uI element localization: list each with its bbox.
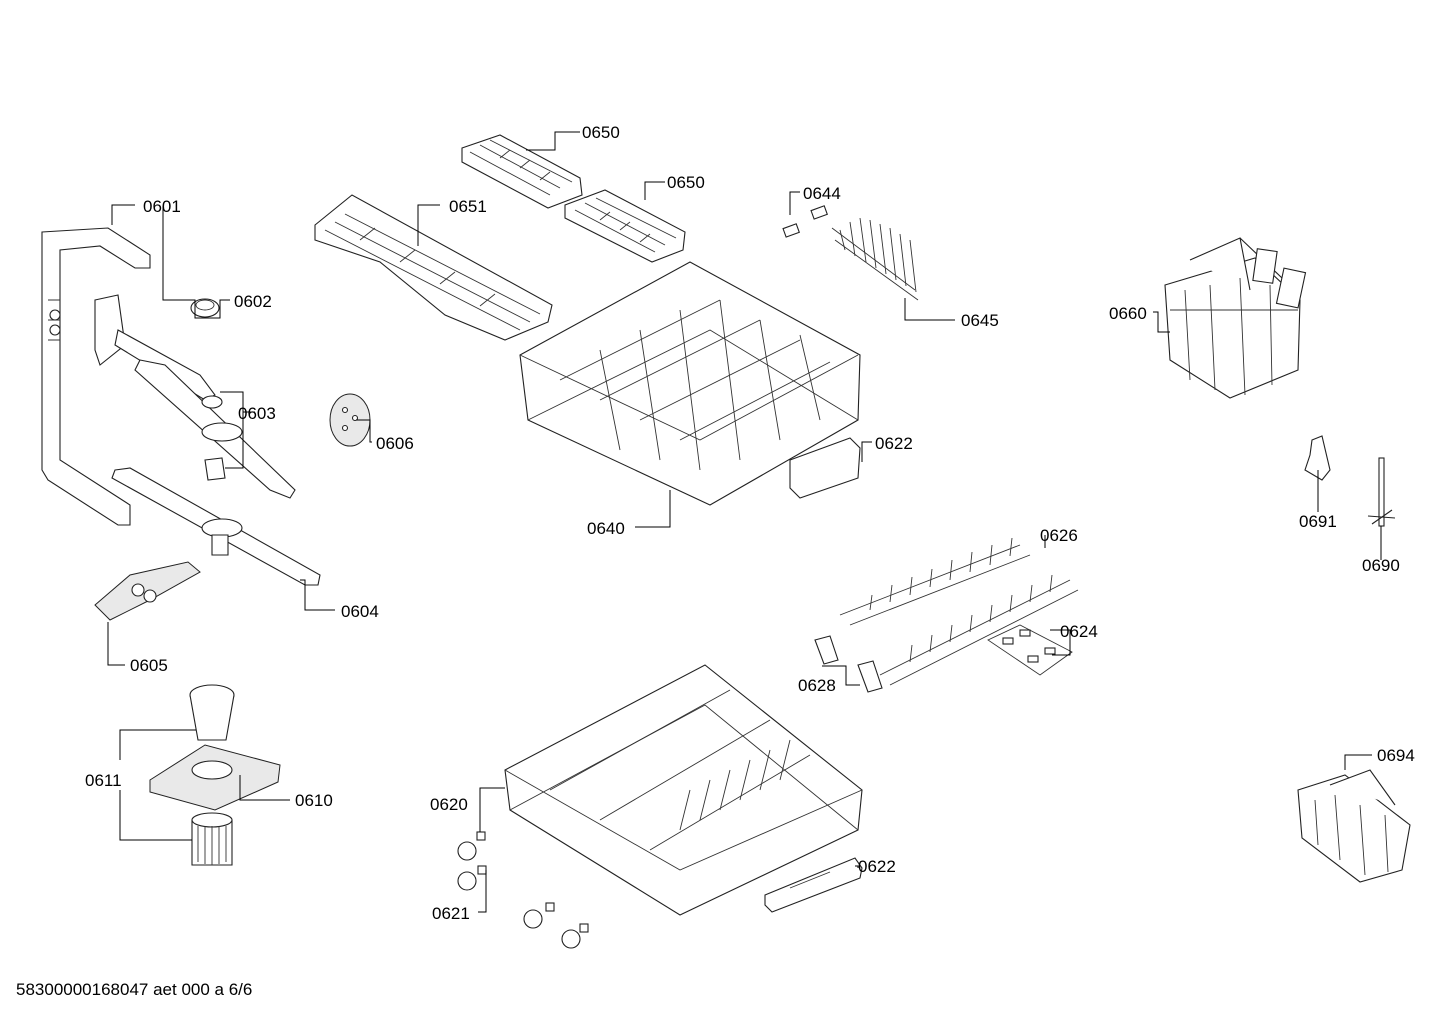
sump-filter-assembly	[149, 684, 281, 866]
part-label-0610: 0610	[295, 791, 333, 810]
part-label-0602: 0602	[234, 292, 272, 311]
part-label-0645: 0645	[961, 311, 999, 330]
part-label-0622-lower: 0622	[858, 857, 896, 876]
part-label-0694: 0694	[1377, 746, 1415, 765]
leader-lines	[107, 131, 1382, 913]
tine-rows-lower	[839, 537, 1079, 686]
part-label-0603: 0603	[238, 404, 276, 423]
lower-spray-arm	[111, 467, 321, 586]
upper-spray-arm-assembly	[94, 294, 296, 499]
part-label-0626: 0626	[1040, 526, 1078, 545]
part-label-0620: 0620	[430, 795, 468, 814]
part-label-0660: 0660	[1109, 304, 1147, 323]
cutlery-tray-segment-lower	[564, 189, 686, 263]
part-label-0624: 0624	[1060, 622, 1098, 641]
lower-basket	[504, 664, 863, 916]
small-cutlery-basket	[1297, 769, 1411, 883]
spindle-rod	[1367, 457, 1396, 527]
nut	[190, 298, 220, 318]
cutlery-drawer	[314, 194, 553, 341]
part-label-0622-upper: 0622	[875, 434, 913, 453]
rack-clips-upper	[782, 205, 828, 238]
folding-tine-rack-upper	[831, 217, 919, 301]
part-label-0628: 0628	[798, 676, 836, 695]
part-label-0604: 0604	[341, 602, 379, 621]
part-label-0651: 0651	[449, 197, 487, 216]
part-label-0621: 0621	[432, 904, 470, 923]
upper-basket	[519, 261, 861, 506]
part-label-0611: 0611	[85, 771, 122, 790]
part-label-0601: 0601	[143, 197, 181, 216]
mounting-clips-lower	[987, 624, 1073, 676]
part-label-0650-lower: 0650	[667, 173, 705, 192]
part-label-0644: 0644	[803, 184, 841, 203]
document-id: 58300000168047 aet 000 a 6/6	[16, 980, 253, 999]
upper-basket-handle	[789, 437, 861, 499]
part-label-0640: 0640	[587, 519, 625, 538]
clip-holder	[1304, 435, 1331, 481]
part-label-0605: 0605	[130, 656, 168, 675]
part-label-0691: 0691	[1299, 512, 1337, 531]
cutlery-tray-segment-upper	[461, 134, 583, 209]
cover-plate	[94, 561, 201, 621]
part-label-0650-upper: 0650	[582, 123, 620, 142]
cutlery-basket	[1164, 237, 1307, 399]
part-label-0606: 0606	[376, 434, 414, 453]
spray-arm-feed-pipe	[41, 227, 151, 526]
basket-wheels	[457, 831, 589, 949]
part-label-0690: 0690	[1362, 556, 1400, 575]
lower-basket-handle	[764, 857, 863, 913]
rack-hinges	[814, 635, 883, 693]
